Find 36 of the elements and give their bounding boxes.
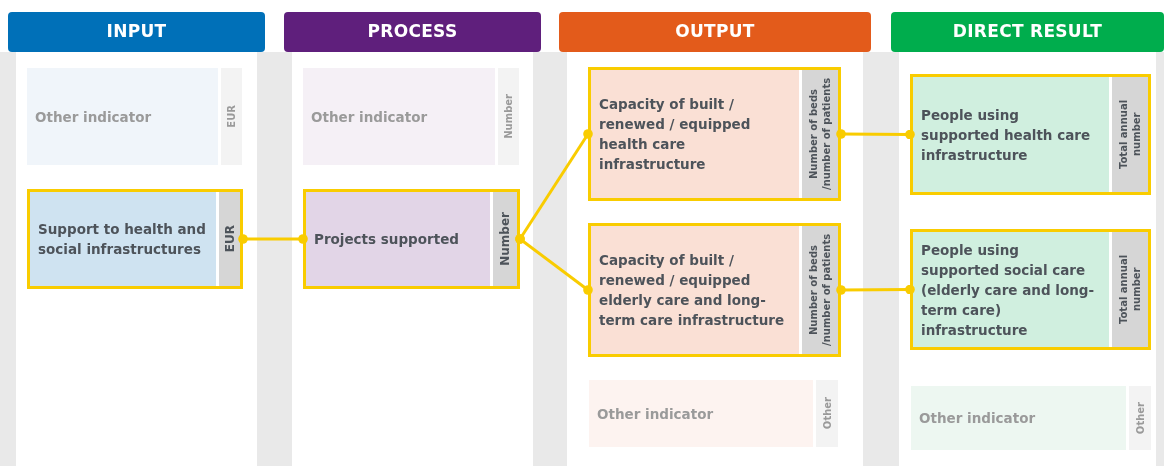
unit-label: Total annual number	[1117, 253, 1143, 327]
indicator-box	[588, 67, 841, 201]
indicator-name: Capacity of built / renewed / equipped elderly care and long-term care infrastructure	[599, 251, 786, 330]
unit-label: Number	[502, 94, 515, 139]
indicator-name: People using supported health care infrastructure	[921, 105, 1092, 165]
column-header: PROCESS	[284, 12, 541, 52]
connector	[238, 234, 308, 244]
unit-label: EUR	[225, 105, 238, 128]
indicator-box	[303, 189, 520, 289]
column-lane	[891, 12, 1164, 466]
indicator-name: Other indicator	[919, 409, 1036, 428]
unit-label: Number of beds /number of patients	[807, 232, 833, 349]
indicator-name: Capacity of built / renewed / equipped health care infrastructure	[599, 95, 752, 174]
unit-label: Number of beds /number of patients	[807, 76, 833, 193]
unit-label: Other	[820, 397, 834, 430]
indicator-name: Support to health and social infrastructures	[38, 220, 207, 259]
column-lane	[559, 12, 871, 466]
indicator-name: People using supported social care (elderly care and long-term care) infrastructure	[921, 240, 1096, 340]
unit-label: Number	[497, 212, 513, 266]
connector	[836, 284, 915, 295]
unit-label: EUR	[221, 225, 238, 253]
indicator-name: Other indicator	[311, 107, 428, 127]
column-header: INPUT	[8, 12, 265, 52]
unit-label: Total annual number	[1117, 98, 1143, 172]
connector	[515, 234, 593, 295]
indicator-name: Projects supported	[314, 230, 459, 249]
unit-label: Other	[1133, 401, 1147, 435]
indicator-box	[910, 229, 1151, 350]
indicator-name: Other indicator	[597, 404, 714, 424]
column-header: DIRECT RESULT	[891, 12, 1164, 52]
indicator-name: Other indicator	[35, 107, 152, 127]
indicator-box	[27, 189, 243, 289]
indicator-box	[588, 223, 841, 357]
column-header: OUTPUT	[559, 12, 871, 52]
indicator-box	[910, 74, 1151, 195]
connector	[836, 129, 915, 140]
